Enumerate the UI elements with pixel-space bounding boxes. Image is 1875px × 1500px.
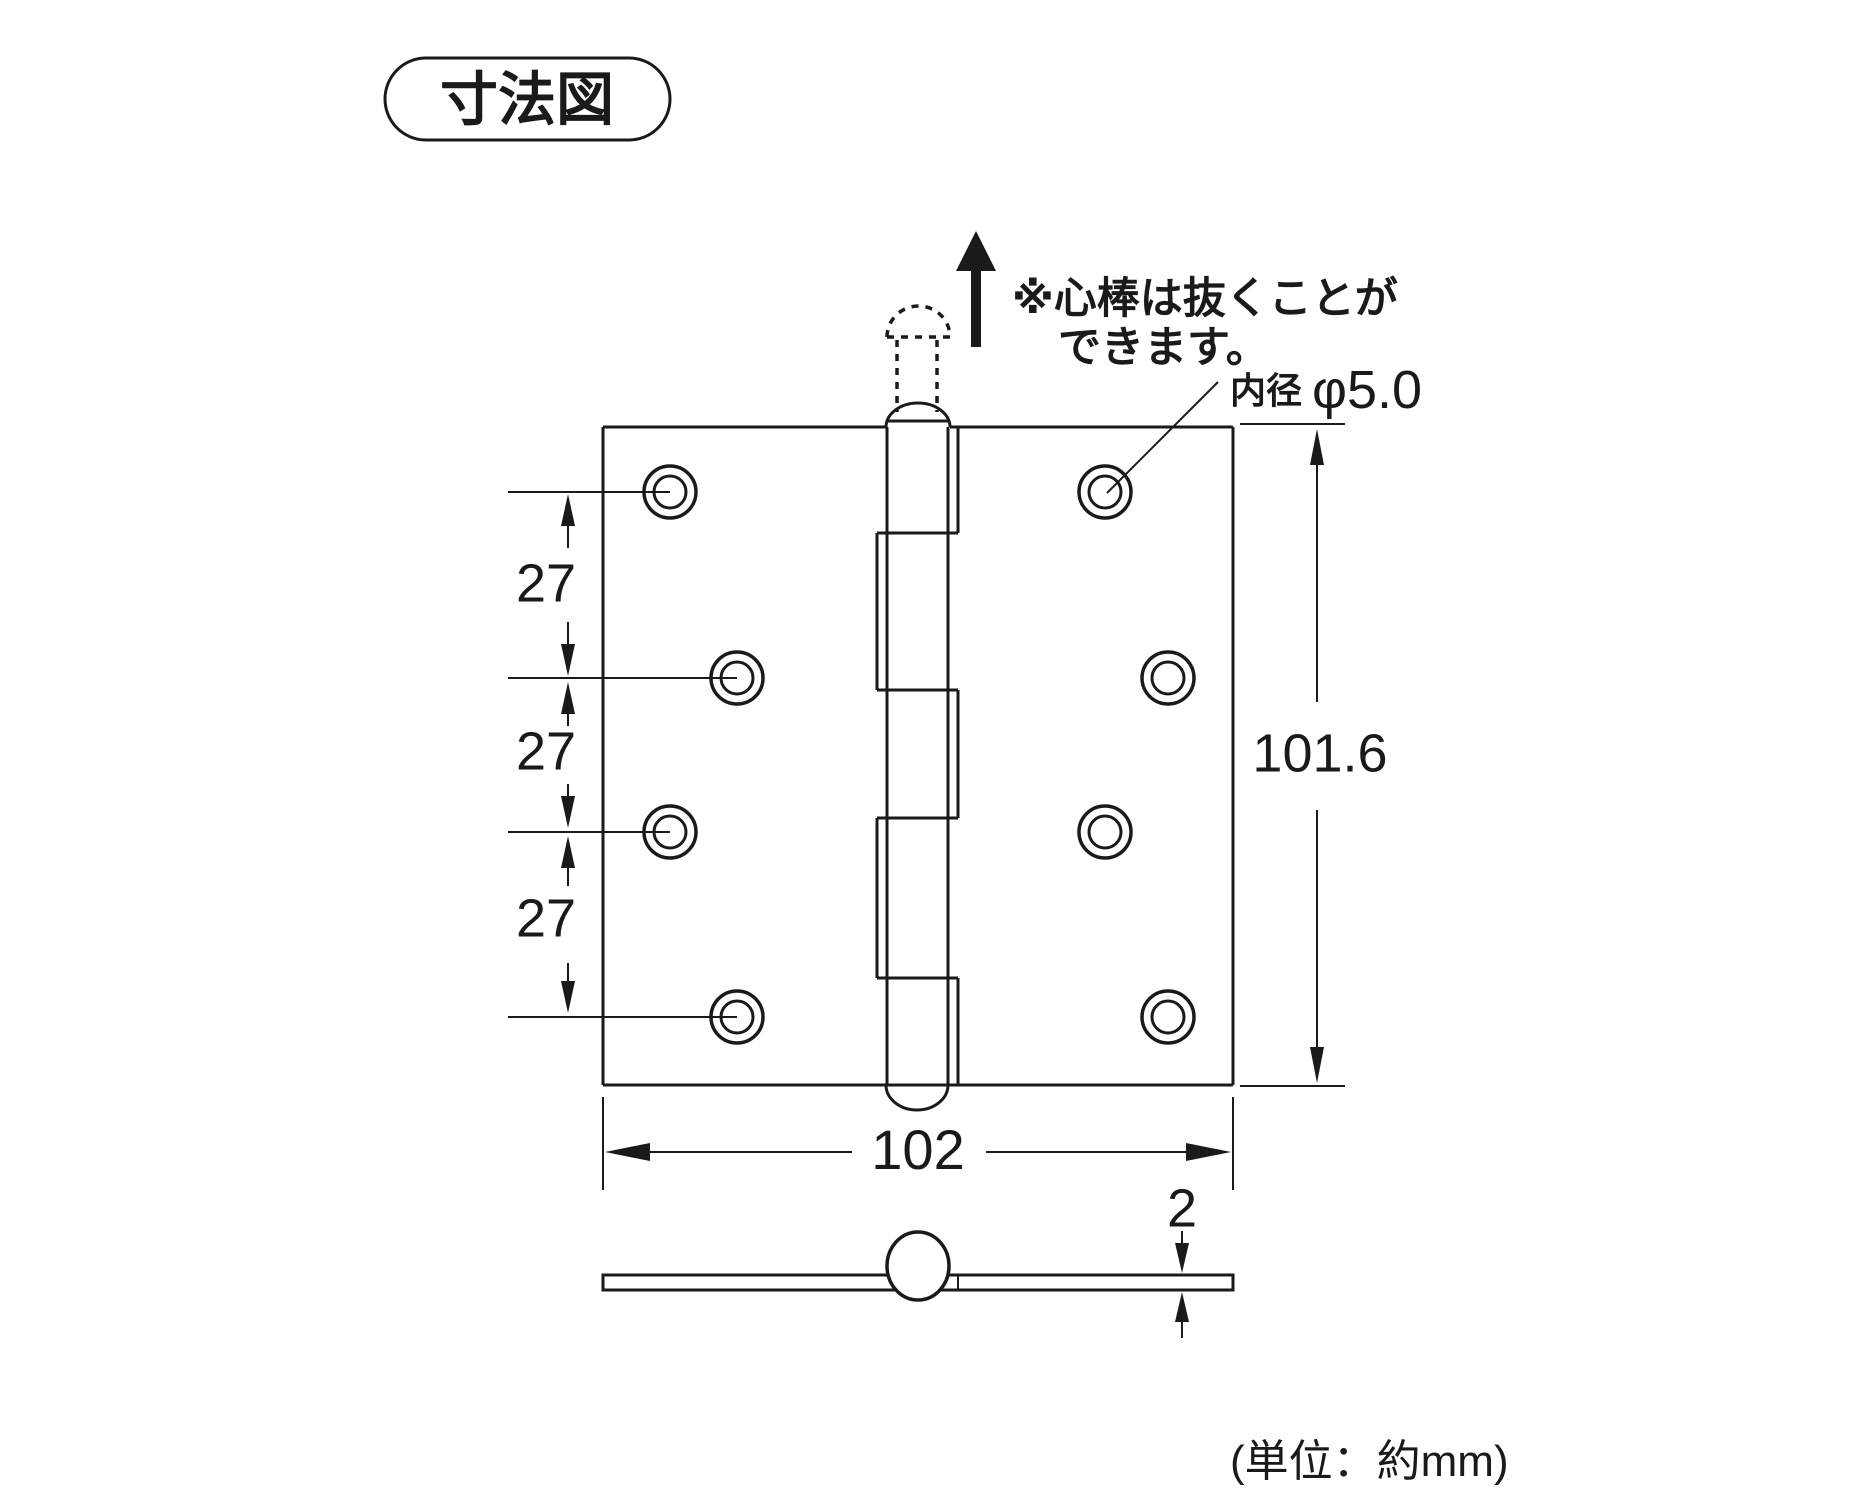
side-view-knuckle bbox=[885, 1230, 951, 1302]
width-dim-value: 102 bbox=[871, 1118, 964, 1181]
thickness-dimension: 2 bbox=[1167, 1178, 1197, 1338]
arrow-up-head bbox=[956, 231, 996, 271]
screw-holes-left bbox=[642, 464, 765, 1045]
screw-holes-right bbox=[1077, 464, 1196, 1045]
title-badge-outline bbox=[383, 56, 672, 142]
thickness-dim-value: 2 bbox=[1167, 1178, 1197, 1238]
hole-callout: 内径 φ5.0 bbox=[1106, 360, 1422, 494]
width-dimension: 102 bbox=[602, 1097, 1234, 1190]
arrow-up bbox=[561, 494, 575, 526]
screw-hole-inner bbox=[1087, 814, 1123, 850]
pin-bottom-dome bbox=[884, 1084, 950, 1112]
pin-phantom-outline bbox=[885, 304, 952, 412]
arrow-up bbox=[561, 682, 575, 714]
pin-removal-arrow-icon bbox=[956, 231, 996, 347]
arrow-down bbox=[561, 981, 575, 1013]
hinge-front-view bbox=[601, 401, 1235, 1112]
arrow-down bbox=[561, 796, 575, 828]
arrow-up bbox=[561, 836, 575, 868]
pitch-dim-1: 27 bbox=[516, 553, 576, 613]
arrow-up bbox=[1310, 429, 1324, 465]
pin-note-line2: できます。 bbox=[1058, 324, 1269, 372]
arrow-up-stem bbox=[971, 269, 981, 347]
screw-hole-inner bbox=[1150, 660, 1186, 696]
pin-note-line1: ※心棒は抜くことが bbox=[1012, 275, 1398, 323]
callout-label: 内径 bbox=[1230, 370, 1302, 411]
pin-removal-note: ※心棒は抜くことが できます。 bbox=[1012, 275, 1398, 372]
hinge-side-view bbox=[601, 1230, 1235, 1302]
height-dim-value: 101.6 bbox=[1252, 723, 1387, 783]
hinge-knuckle-barrel bbox=[875, 427, 960, 1085]
hinge-pin bbox=[884, 401, 952, 1112]
arrow-right bbox=[1186, 1143, 1231, 1161]
knuckle-joints bbox=[877, 531, 958, 980]
pitch-dimensions: 27 27 27 bbox=[508, 491, 737, 1018]
screw-hole-inner bbox=[1150, 999, 1186, 1035]
callout-leader-line bbox=[1106, 381, 1219, 494]
pin-cap-dome bbox=[884, 401, 952, 428]
phantom-pin-cap-arc bbox=[885, 304, 952, 338]
title-badge: 寸法図 bbox=[383, 56, 672, 142]
unit-note: (単位：約mm) bbox=[1230, 1437, 1509, 1486]
arrow-left bbox=[605, 1143, 650, 1161]
arrow-down bbox=[561, 644, 575, 676]
height-dimension: 101.6 bbox=[1240, 423, 1388, 1087]
pitch-dim-2: 27 bbox=[516, 721, 576, 781]
page-title: 寸法図 bbox=[440, 67, 614, 132]
callout-value: φ5.0 bbox=[1312, 360, 1422, 420]
arrow-down bbox=[1175, 1243, 1189, 1273]
pitch-dim-3: 27 bbox=[516, 888, 576, 948]
screw-hole-inner bbox=[1087, 474, 1123, 510]
arrow-down bbox=[1310, 1047, 1324, 1083]
arrow-up bbox=[1175, 1292, 1189, 1322]
